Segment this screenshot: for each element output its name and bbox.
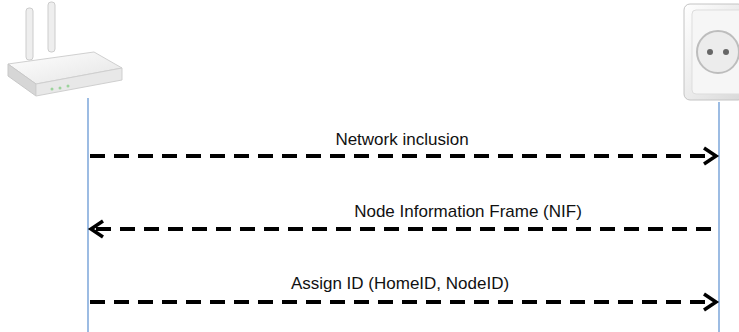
message-label: Node Information Frame (NIF) [351, 202, 585, 222]
dashed-arrow [90, 300, 712, 304]
dashed-arrow [90, 154, 712, 158]
lifeline [87, 98, 88, 332]
router-icon [8, 2, 122, 96]
message-label: Network inclusion [332, 130, 471, 150]
lifeline [718, 102, 719, 332]
arrowhead [704, 294, 716, 310]
dashed-arrow [96, 227, 717, 231]
arrowhead [704, 148, 716, 164]
message-arrows [90, 148, 717, 310]
arrowhead [91, 221, 103, 237]
message-label: Assign ID (HomeID, NodeID) [288, 274, 512, 294]
socket-icon [684, 4, 739, 100]
